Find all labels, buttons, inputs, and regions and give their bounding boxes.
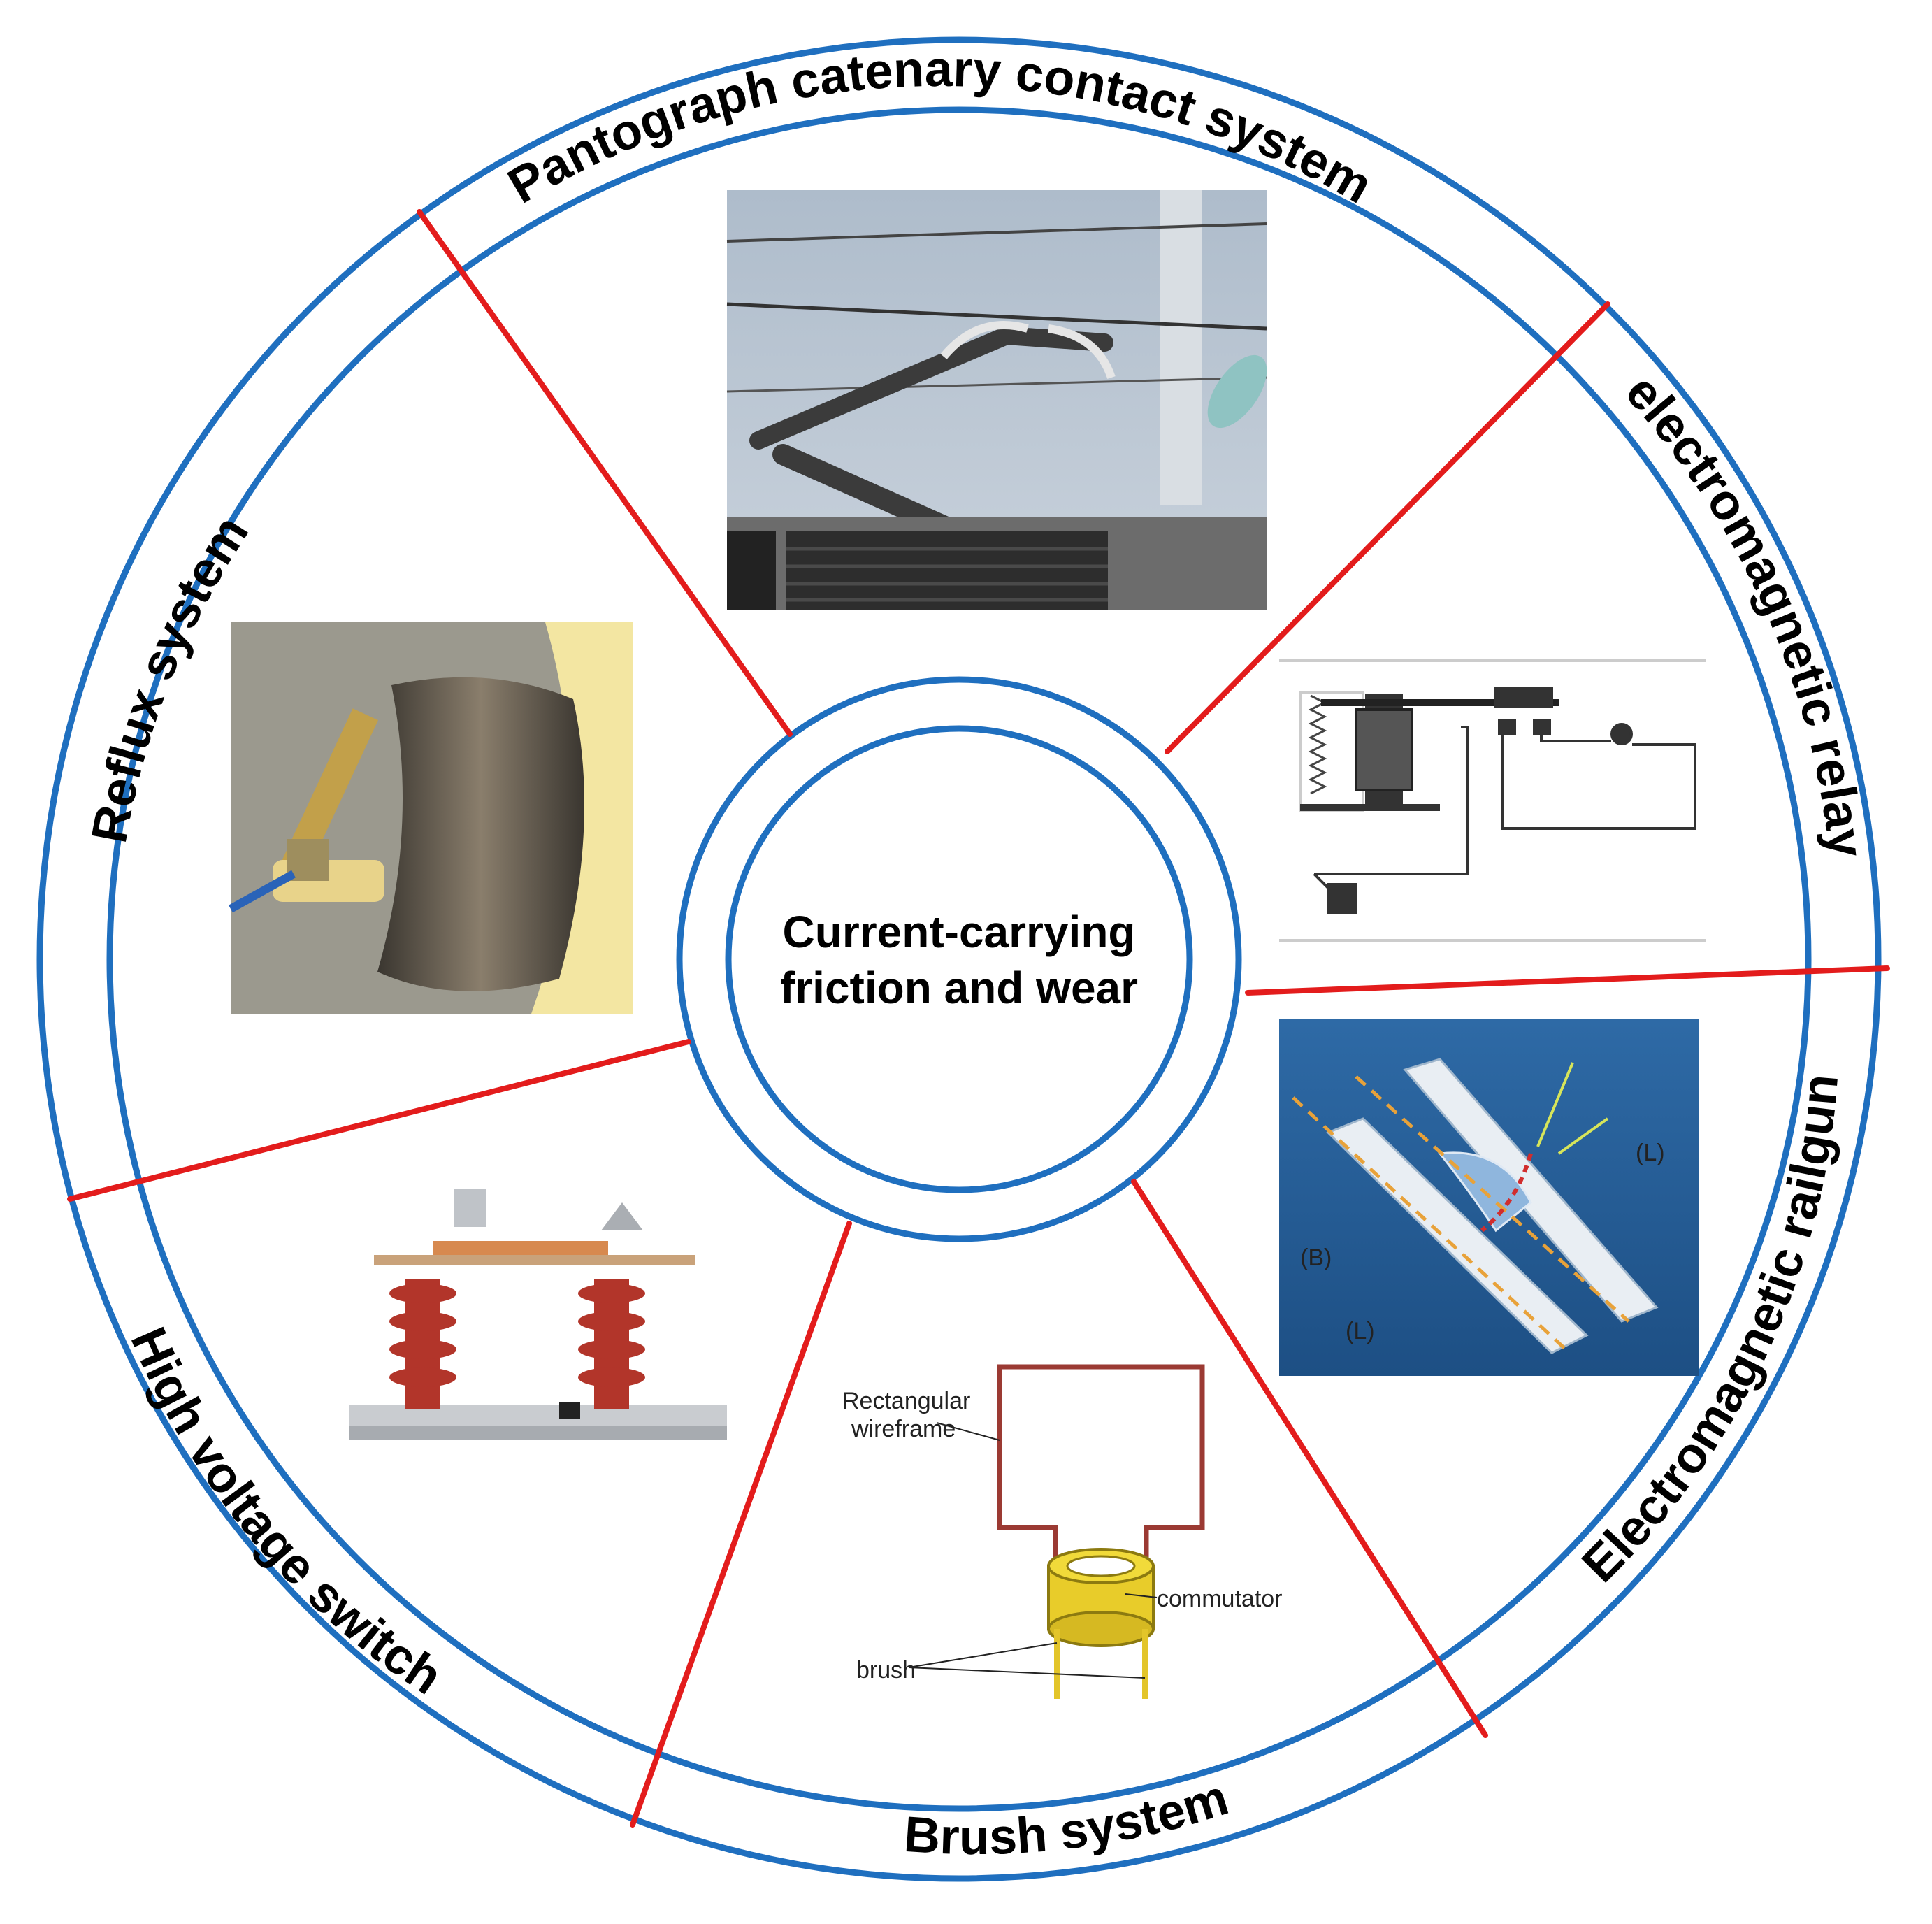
brush-label-commutator: commutator — [1157, 1586, 1283, 1612]
reflux-photo — [229, 622, 633, 1014]
outer-ring — [36, 36, 1882, 1882]
divider-right — [1245, 965, 1890, 996]
pantograph-photo — [726, 190, 1267, 610]
divider-upper-right — [1165, 301, 1610, 754]
sector-label-relay: electromagnetic relay — [1615, 364, 1874, 860]
railgun-illustration: (L) (B) (L) — [1279, 1019, 1699, 1376]
railgun-label-l-upper: (L) — [1636, 1140, 1665, 1166]
brush-commutator-diagram: Rectangular wireframe commutator brush — [842, 1364, 1283, 1699]
brush-label-wireframe-line1: Rectangular — [842, 1388, 970, 1414]
divider-lower-left — [630, 1221, 852, 1828]
railgun-label-b: (B) — [1300, 1244, 1332, 1271]
brush-label-wireframe-line2: wireframe — [851, 1416, 956, 1442]
divider-left — [67, 1039, 691, 1202]
sector-label-pantograph: Pantograph catenary contact system — [499, 41, 1381, 215]
brush-label-brush: brush — [856, 1657, 916, 1684]
center-title-line2: friction and wear — [780, 963, 1138, 1013]
divider-lower-right — [1131, 1179, 1488, 1738]
railgun-label-l-lower: (L) — [1346, 1318, 1375, 1344]
center-title-line1: Current-carrying — [783, 907, 1136, 957]
relay-schematic — [1279, 659, 1706, 942]
hub-outer-ring — [676, 676, 1242, 1242]
label-ring — [106, 106, 1812, 1812]
divider-upper-left — [417, 209, 793, 737]
hub-inner-ring — [725, 725, 1193, 1193]
high-voltage-switch-photo — [349, 1189, 727, 1440]
